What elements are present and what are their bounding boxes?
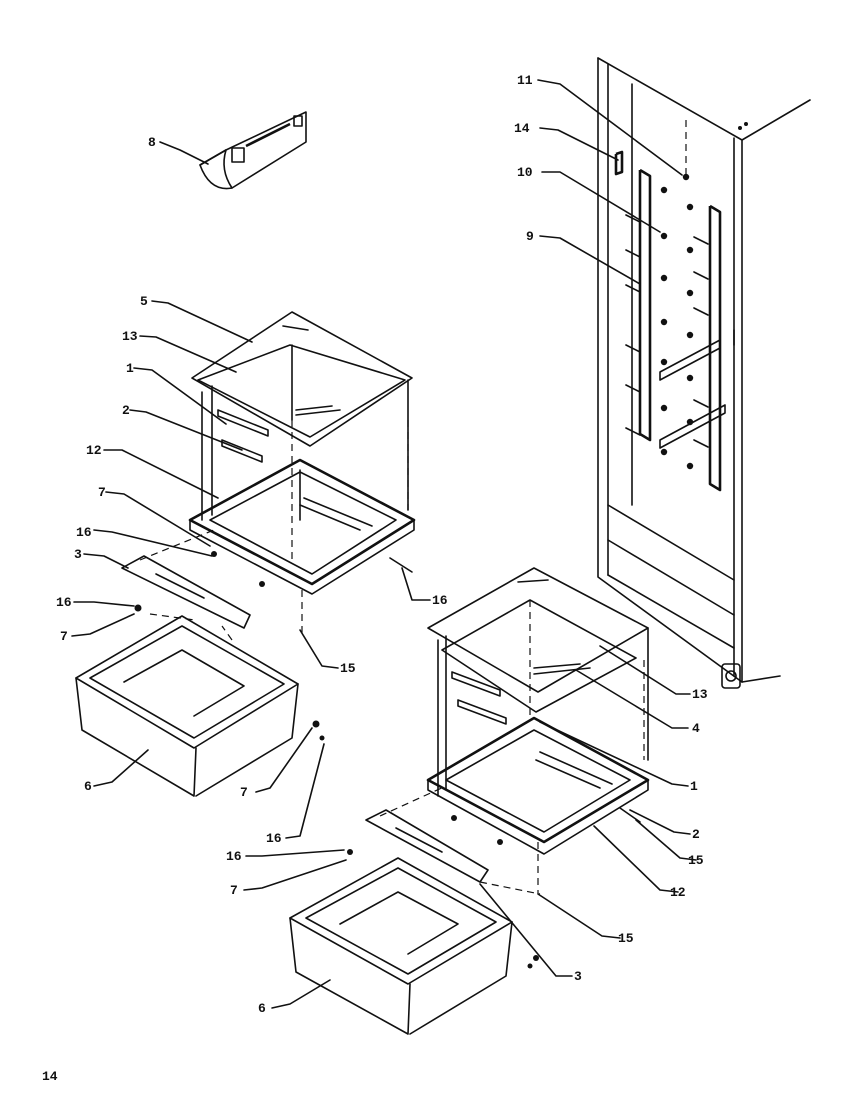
callout-5: 5 [140, 294, 148, 309]
callout-1-lower: 1 [690, 779, 698, 794]
callout-12-lower: 12 [670, 885, 686, 900]
callout-12-upper: 12 [86, 443, 102, 458]
callout-7-lower: 7 [230, 883, 238, 898]
leader-lines [71, 79, 697, 1009]
callout-3-lower: 3 [574, 969, 582, 984]
callout-16-pan: 16 [266, 831, 282, 846]
callout-16-upper: 16 [76, 525, 92, 540]
callout-15-lower: 15 [618, 931, 634, 946]
page-number: 14 [42, 1069, 58, 1084]
callout-14: 14 [514, 121, 530, 136]
callout-6-lower: 6 [258, 1001, 266, 1016]
cabinet-wall [597, 57, 811, 689]
callout-10: 10 [517, 165, 533, 180]
callout-11: 11 [517, 73, 533, 88]
callout-1-upper: 1 [126, 361, 134, 376]
upper-crisper-assembly [75, 311, 416, 797]
callout-9: 9 [526, 229, 534, 244]
callout-2-lower: 2 [692, 827, 700, 842]
callout-7-upper: 7 [98, 485, 106, 500]
callout-16-rod: 16 [432, 593, 448, 608]
hinge-icon [721, 663, 741, 689]
callout-15-lower-right: 15 [688, 853, 704, 868]
rail-slots [625, 214, 709, 448]
callout-4: 4 [692, 721, 700, 736]
callout-8: 8 [148, 135, 156, 150]
callouts: 8 11 14 10 9 5 13 1 2 12 7 16 3 16 7 15 … [56, 73, 708, 1016]
lower-crisper-assembly [289, 567, 650, 1035]
screws [660, 122, 748, 470]
callout-7-pan: 7 [240, 785, 248, 800]
callout-7-left: 7 [60, 629, 68, 644]
callout-13-lower: 13 [692, 687, 708, 702]
callout-15-upper: 15 [340, 661, 356, 676]
callout-16-left: 16 [56, 595, 72, 610]
callout-2-upper: 2 [122, 403, 130, 418]
callout-16-lower: 16 [226, 849, 242, 864]
item-8-bin [199, 111, 307, 190]
callout-3-upper: 3 [74, 547, 82, 562]
callout-6-upper: 6 [84, 779, 92, 794]
callout-13-upper: 13 [122, 329, 138, 344]
